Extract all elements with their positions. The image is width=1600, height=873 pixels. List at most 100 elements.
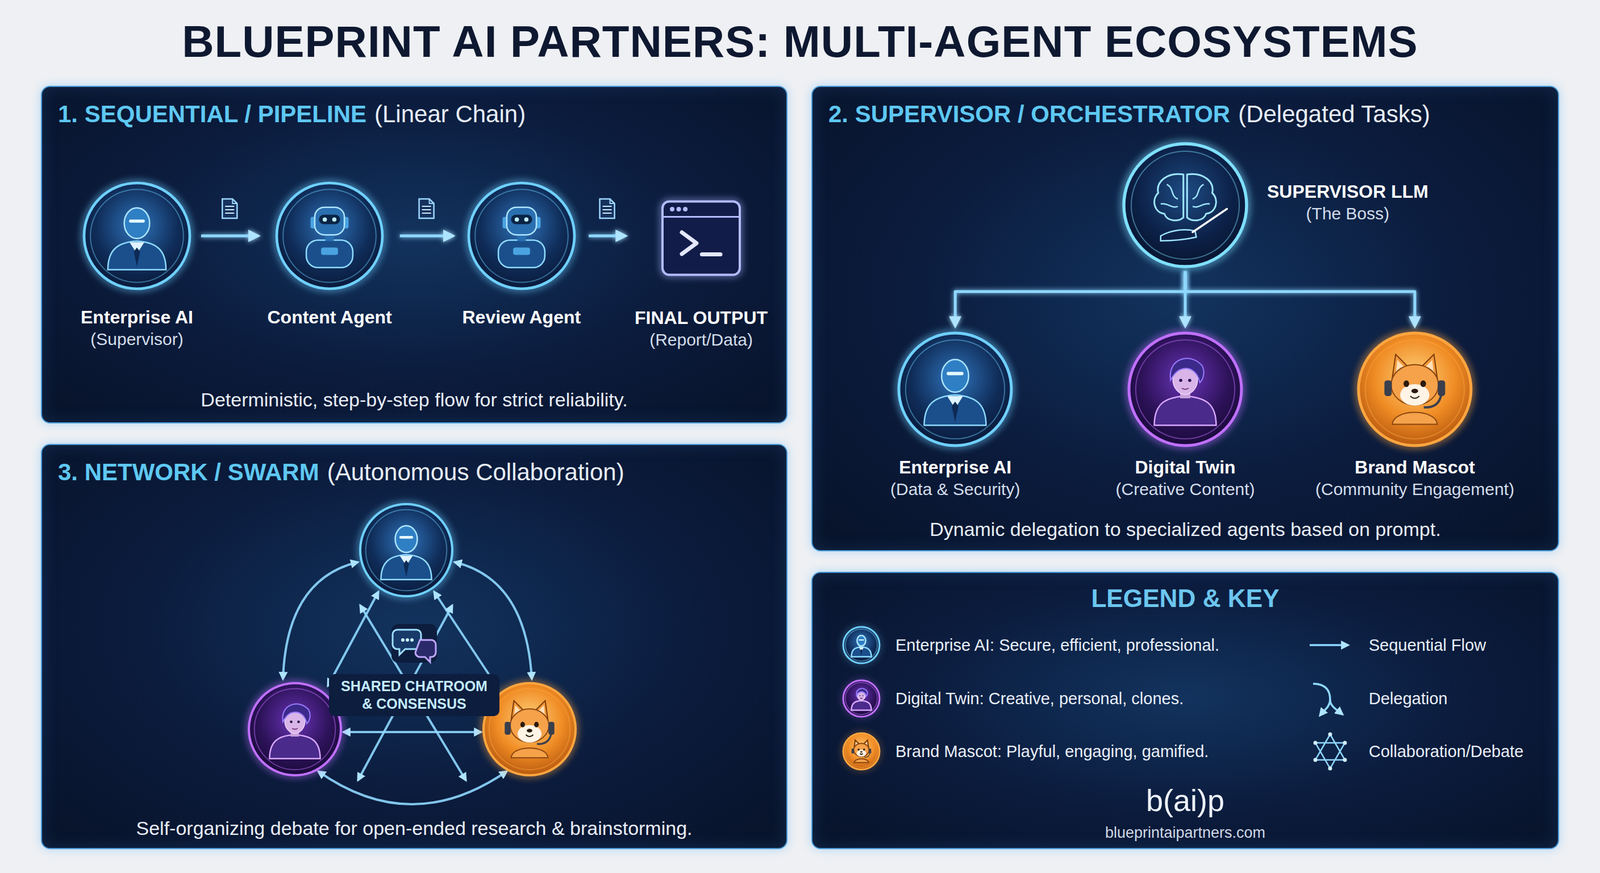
fox-eye: [863, 748, 865, 751]
agent-node: Digital Twin(Creative Content): [1110, 329, 1261, 500]
twin-shoulders: [1154, 396, 1217, 425]
agent-name: Content Agent: [267, 305, 393, 329]
headset-mic: [1423, 394, 1442, 408]
twin-mouth: [860, 697, 863, 699]
icon-inner-ring: [845, 628, 878, 661]
legend-text: Enterprise AI: Secure, efficient, profes…: [895, 635, 1220, 655]
star-point: [1342, 757, 1347, 762]
panel-caption-row: Dynamic delegation to specialized agents…: [812, 518, 1558, 541]
fox-eye: [857, 748, 860, 751]
label-column: Digital Twin(Creative Content): [1115, 455, 1256, 500]
diagram-title: BLUEPRINT AI PARTNERS: MULTI-AGENT ECOSY…: [0, 15, 1600, 68]
icon-glow: [662, 201, 740, 275]
fox-head: [853, 743, 870, 757]
icon-glow: [360, 503, 453, 597]
icon-glow: [248, 682, 341, 775]
collaboration-star: [1315, 734, 1345, 760]
headset-cup: [504, 721, 511, 735]
chat-icon-patch: [391, 623, 437, 663]
collaboration-arrow: [454, 561, 532, 679]
agent-figure: [1358, 332, 1472, 446]
robot-visor: [510, 214, 532, 225]
panel-heading: 3. NETWORK / SWARM: [57, 458, 320, 486]
icon-glow: [1123, 143, 1247, 267]
document-page: [222, 198, 237, 219]
icon-inner-ring: [282, 189, 377, 283]
logo-mark: b(ai)p: [812, 782, 1558, 818]
swarm-agent: [360, 503, 453, 597]
icon-disc: [1358, 332, 1472, 446]
eye-visor: [128, 219, 145, 223]
agent-figure: [84, 182, 190, 289]
fox-muzzle: [856, 749, 867, 757]
document-line: [422, 209, 432, 211]
icon-inner-ring: [1131, 151, 1240, 260]
icon-inner-ring: [489, 688, 571, 770]
agent-role: (The Boss): [1306, 202, 1390, 225]
window-dot: [676, 206, 682, 212]
label-column: SUPERVISOR LLM(The Boss): [1267, 180, 1429, 225]
legend-row: Enterprise AI: Secure, efficient, profes…: [838, 622, 1220, 668]
icon-glow: [843, 680, 880, 717]
icon-inner-ring: [475, 189, 569, 283]
agent-role: (Report/Data): [649, 328, 753, 351]
document-icon: [600, 198, 615, 219]
robot-eye: [514, 217, 519, 222]
head: [124, 207, 150, 239]
connector-arrow: [1185, 271, 1415, 327]
fox-body: [853, 758, 869, 763]
swarm-illustration: [42, 444, 787, 848]
eye-visor: [858, 639, 865, 641]
twin-eye: [289, 720, 293, 724]
connector-arrow: [955, 271, 1186, 327]
fox-eye: [520, 721, 525, 728]
legend-figure: [843, 680, 880, 717]
agent-figure: [1128, 332, 1242, 446]
bubble-dot: [401, 638, 405, 642]
document-line: [225, 205, 235, 207]
document-line: [602, 212, 612, 214]
legend-text: Digital Twin: Creative, personal, clones…: [895, 689, 1184, 708]
twin-mouth: [1181, 388, 1189, 390]
agent-figure: [662, 201, 740, 275]
fox-mouth: [1410, 396, 1420, 399]
headset-mic: [864, 752, 870, 757]
icon-glow: [898, 332, 1012, 446]
panel-caption-row: Deterministic, step-by-step flow for str…: [42, 388, 787, 411]
panel-heading-row: LEGEND & KEY: [812, 584, 1558, 613]
icon-disc: [248, 682, 341, 775]
connector-arrow: [400, 234, 454, 238]
icon-disc: [898, 332, 1012, 446]
twin-eye: [859, 694, 861, 697]
agent-node: Content Agent: [261, 179, 398, 329]
connector-arrow: [588, 234, 626, 238]
star-point: [1342, 740, 1347, 745]
legend-icon: [1307, 675, 1353, 722]
legend-icon: [1307, 622, 1353, 668]
document-icon: [419, 198, 435, 219]
document-page: [600, 198, 615, 219]
icon-disc: [276, 182, 383, 289]
star-point: [1313, 740, 1318, 745]
fox-body: [1392, 412, 1437, 425]
robot-head: [314, 207, 345, 235]
document-line: [422, 205, 432, 207]
chest-panel: [321, 247, 339, 255]
delegation-branch: [1319, 699, 1331, 716]
headset-cup: [1384, 380, 1393, 397]
pattern-panel: 1. SEQUENTIAL / PIPELINE(Linear Chain)De…: [40, 85, 788, 424]
tie: [133, 247, 140, 266]
twin-hair: [856, 688, 868, 697]
legend-icon: [838, 675, 885, 722]
legend-figure: [1313, 732, 1348, 771]
document-line: [225, 212, 235, 214]
panel-subheading: (Linear Chain): [374, 100, 526, 128]
icon-inner-ring: [845, 735, 878, 768]
icon-inner-ring: [1135, 339, 1235, 439]
icon-inner-ring: [365, 509, 448, 591]
agent-name: SUPERVISOR LLM: [1267, 180, 1429, 203]
icon-glow: [1128, 332, 1242, 446]
robot-eye: [322, 217, 327, 222]
collaboration-star: [1315, 742, 1345, 769]
